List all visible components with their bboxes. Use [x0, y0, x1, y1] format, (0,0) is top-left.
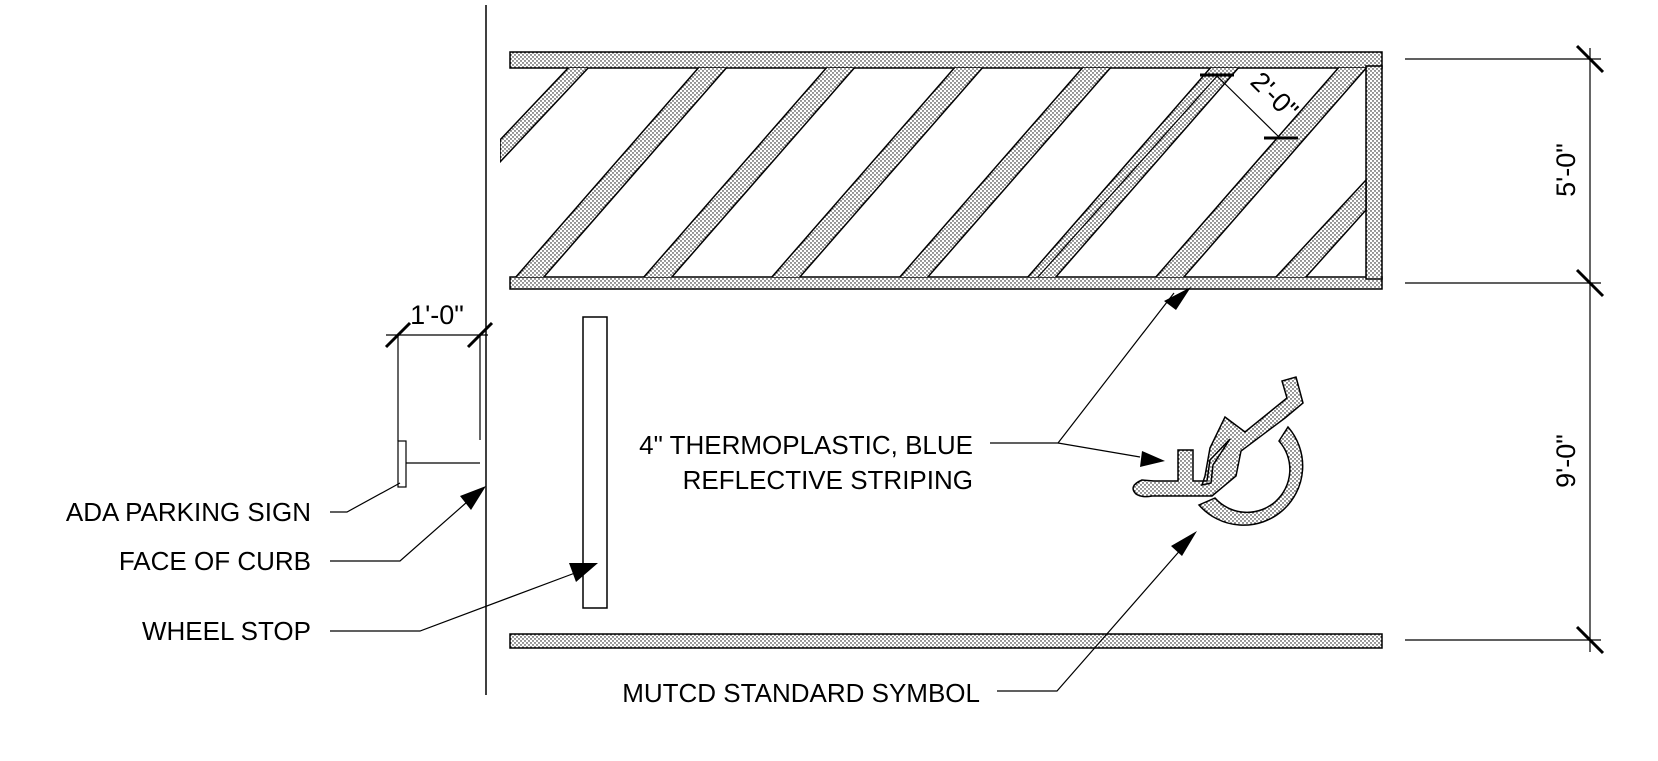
- wheelchair-symbol-icon: [1132, 376, 1304, 526]
- aisle-top-stripe: [509, 51, 1383, 69]
- wheel-stop: [582, 316, 608, 609]
- stall-width-dimension: 9'-0": [1551, 434, 1581, 488]
- striping-label-line2: REFLECTIVE STRIPING: [683, 465, 973, 495]
- striping-label-line1: 4" THERMOPLASTIC, BLUE: [639, 430, 973, 460]
- wheel-stop-label: WHEEL STOP: [142, 616, 311, 646]
- symbol-label: MUTCD STANDARD SYMBOL: [622, 678, 980, 708]
- leaders: [330, 287, 1197, 692]
- right-dimensions: [1405, 44, 1605, 655]
- access-aisle-dimension: 5'-0": [1551, 143, 1581, 197]
- ada-sign-label: ADA PARKING SIGN: [66, 497, 311, 527]
- access-aisle: [500, 51, 1383, 290]
- ada-sign: [384, 321, 494, 488]
- aisle-bottom-stripe: [509, 276, 1383, 290]
- stall-bottom-stripe: [509, 633, 1383, 649]
- face-of-curb-label: FACE OF CURB: [119, 546, 311, 576]
- stripe-width-dimension-marks: [1200, 73, 1298, 140]
- aisle-diagonal-stripes: [500, 68, 1370, 277]
- aisle-end-stripe: [1365, 65, 1383, 280]
- sign-offset-dimension: 1'-0": [410, 300, 464, 330]
